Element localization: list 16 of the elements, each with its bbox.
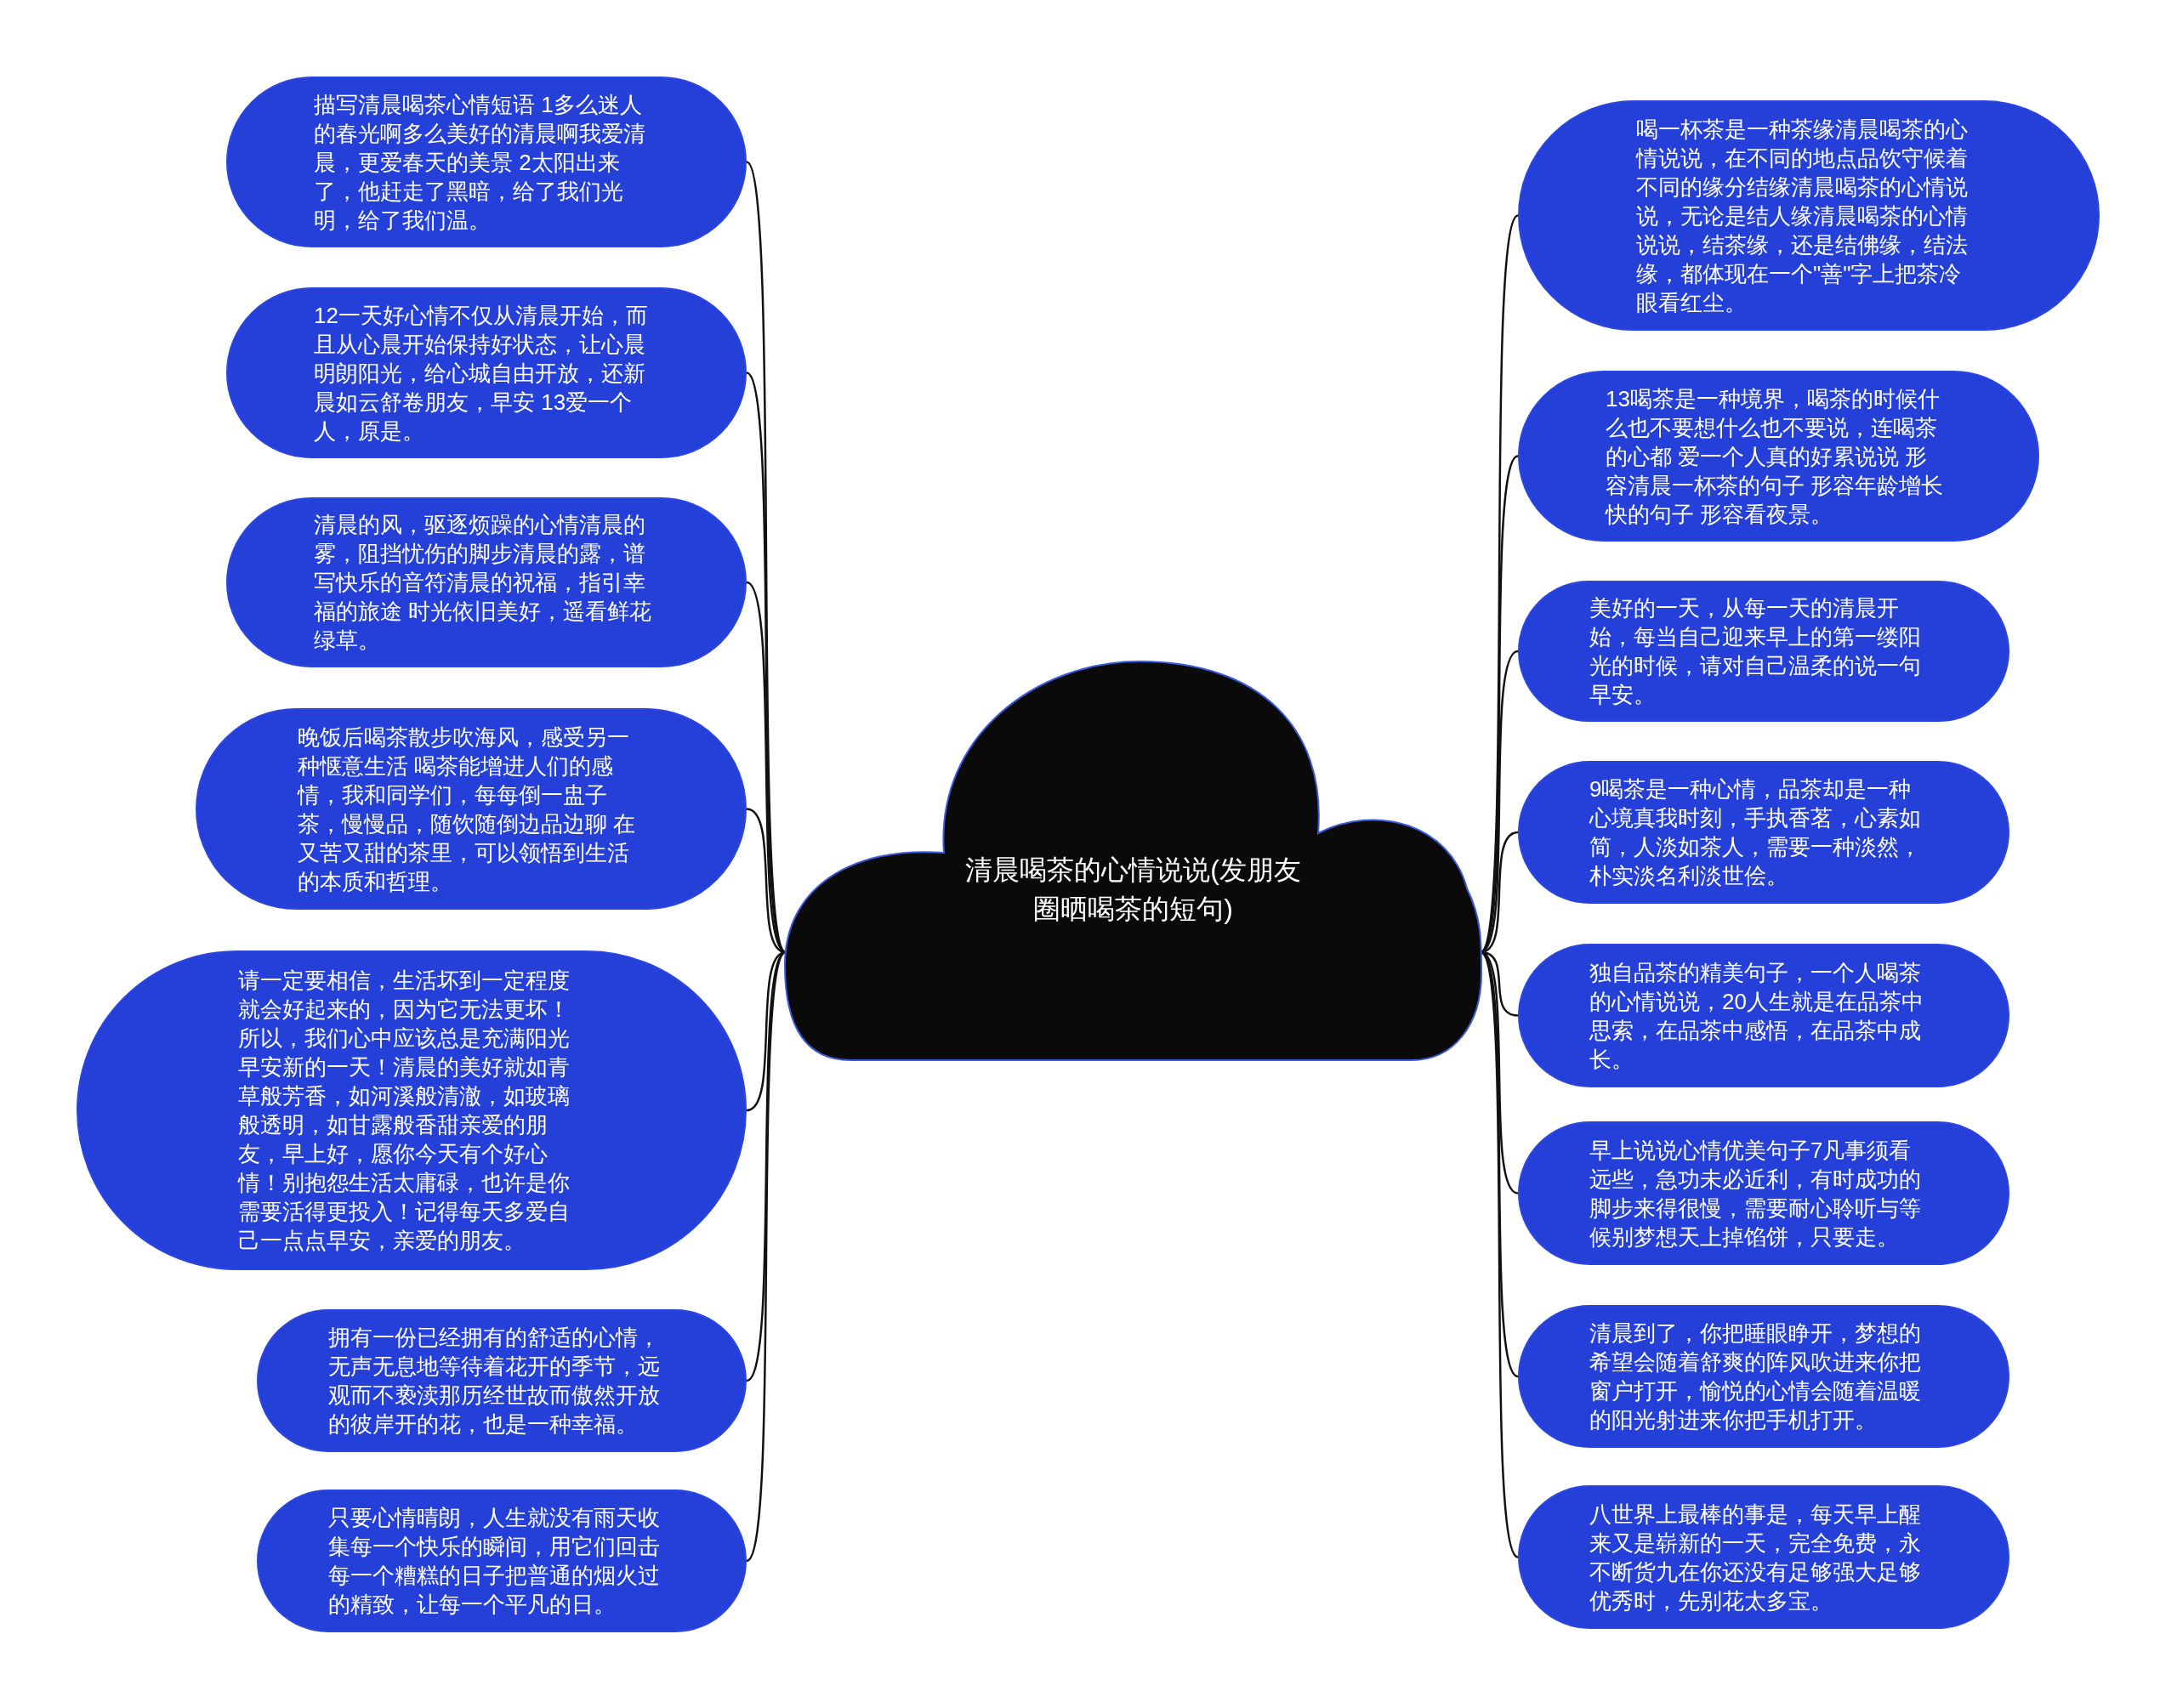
topic-text: 独自品茶的精美句子，一个人喝茶的心情说说，20人生就是在品茶中思索，在品茶中感悟，在品茶中成长。 <box>1589 958 1924 1074</box>
topic-text: 美好的一天，从每一天的清晨开始，每当自己迎来早上的第一缕阳光的时候，请对自己温柔的说一句早安。 <box>1589 594 1922 709</box>
topic-text: 9喝茶是一种心情，品茶却是一种心境真我时刻，手执香茗，心素如简，人淡如茶人，需要一种淡然，朴实淡名利淡世侩。 <box>1589 775 1922 890</box>
topic-text: 早上说说心情优美句子7凡事须看远些，急功未必近利，有时成功的脚步来得很慢，需要耐心聆听与等候别梦想天上掉馅饼，只要走。 <box>1589 1136 1922 1251</box>
topic-text: 喝一杯茶是一种茶缘清晨喝茶的心情说说，在不同的地点品饮守候着不同的缘分结缘清晨喝茶的心情说说，无论是结人缘清晨喝茶的心情说说，结茶缘，还是结佛缘，结法缘，都体现在一个"善"字上把茶冷眼看红尘。 <box>1636 115 1969 317</box>
central-topic: 清晨喝茶的心情说说(发朋友圈晒喝茶的短句) <box>964 854 1302 926</box>
topic-text: 请一定要相信，生活坏到一定程度就会好起来的，因为它无法更坏！所以，我们心中应该总是充满阳光早安新的一天！清晨的美好就如青草般芳香，如河溪般清澈，如玻璃般透明，如甘露般香甜亲爱的朋友，早上好，愿你今天有个好心情！别抱怨生活太庸碌，也许是你需要活得更投入！记得每天多爱自己一点点早安，亲爱的朋友。 <box>238 967 571 1255</box>
topic-text: 只要心情晴朗，人生就没有雨天收集每一个快乐的瞬间，用它们回击每一个糟糕的日子把普通的烟火过的精致，让每一个平凡的日。 <box>328 1504 661 1619</box>
topic-text: 晚饭后喝茶散步吹海风，感受另一种惬意生活 喝茶能增进人们的感情，我和同学们，每每倒一盅子茶，慢慢品，随饮随倒边品边聊 在又苦又甜的茶里，可以领悟到生活的本质和哲理。 <box>298 723 637 896</box>
topic-text: 13喝茶是一种境界，喝茶的时候什么也不要想什么也不要说，连喝茶的心都 爱一个人真的好累说说 形容清晨一杯茶的句子 形容年龄增长快的句子 形容看夜景。 <box>1606 384 1945 529</box>
topic-text: 12一天好心情不仅从清晨开始，而且从心晨开始保持好状态，让心晨明朗阳光，给心城自由开放，还新晨如云舒卷朋友，早安 13爱一个人，原是。 <box>314 301 649 445</box>
topic-text: 八世界上最棒的事是，每天早上醒来又是崭新的一天，完全免费，永不断货九在你还没有足够强大足够优秀时，先别花太多宝。 <box>1589 1500 1922 1615</box>
topic-text: 清晨到了，你把睡眼睁开，梦想的希望会随着舒爽的阵风吹进来你把窗户打开，愉悦的心情会随着温暖的阳光射进来你把手机打开。 <box>1589 1319 1922 1434</box>
topic-text: 清晨的风，驱逐烦躁的心情清晨的雾，阻挡忧伤的脚步清晨的露，谱写快乐的音符清晨的祝福，指引幸福的旅途 时光依旧美好，遥看鲜花绿草。 <box>314 511 653 655</box>
topic-text: 描写清晨喝茶心情短语 1多么迷人的春光啊多么美好的清晨啊我爱清晨，更爱春天的美景 2太阳出来了，他赶走了黑暗，给了我们光明，给了我们温。 <box>314 90 646 235</box>
topic-text: 拥有一份已经拥有的舒适的心情，无声无息地等待着花开的季节，远观而不亵渎那历经世故而傲然开放的彼岸开的花，也是一种幸福。 <box>328 1324 661 1438</box>
